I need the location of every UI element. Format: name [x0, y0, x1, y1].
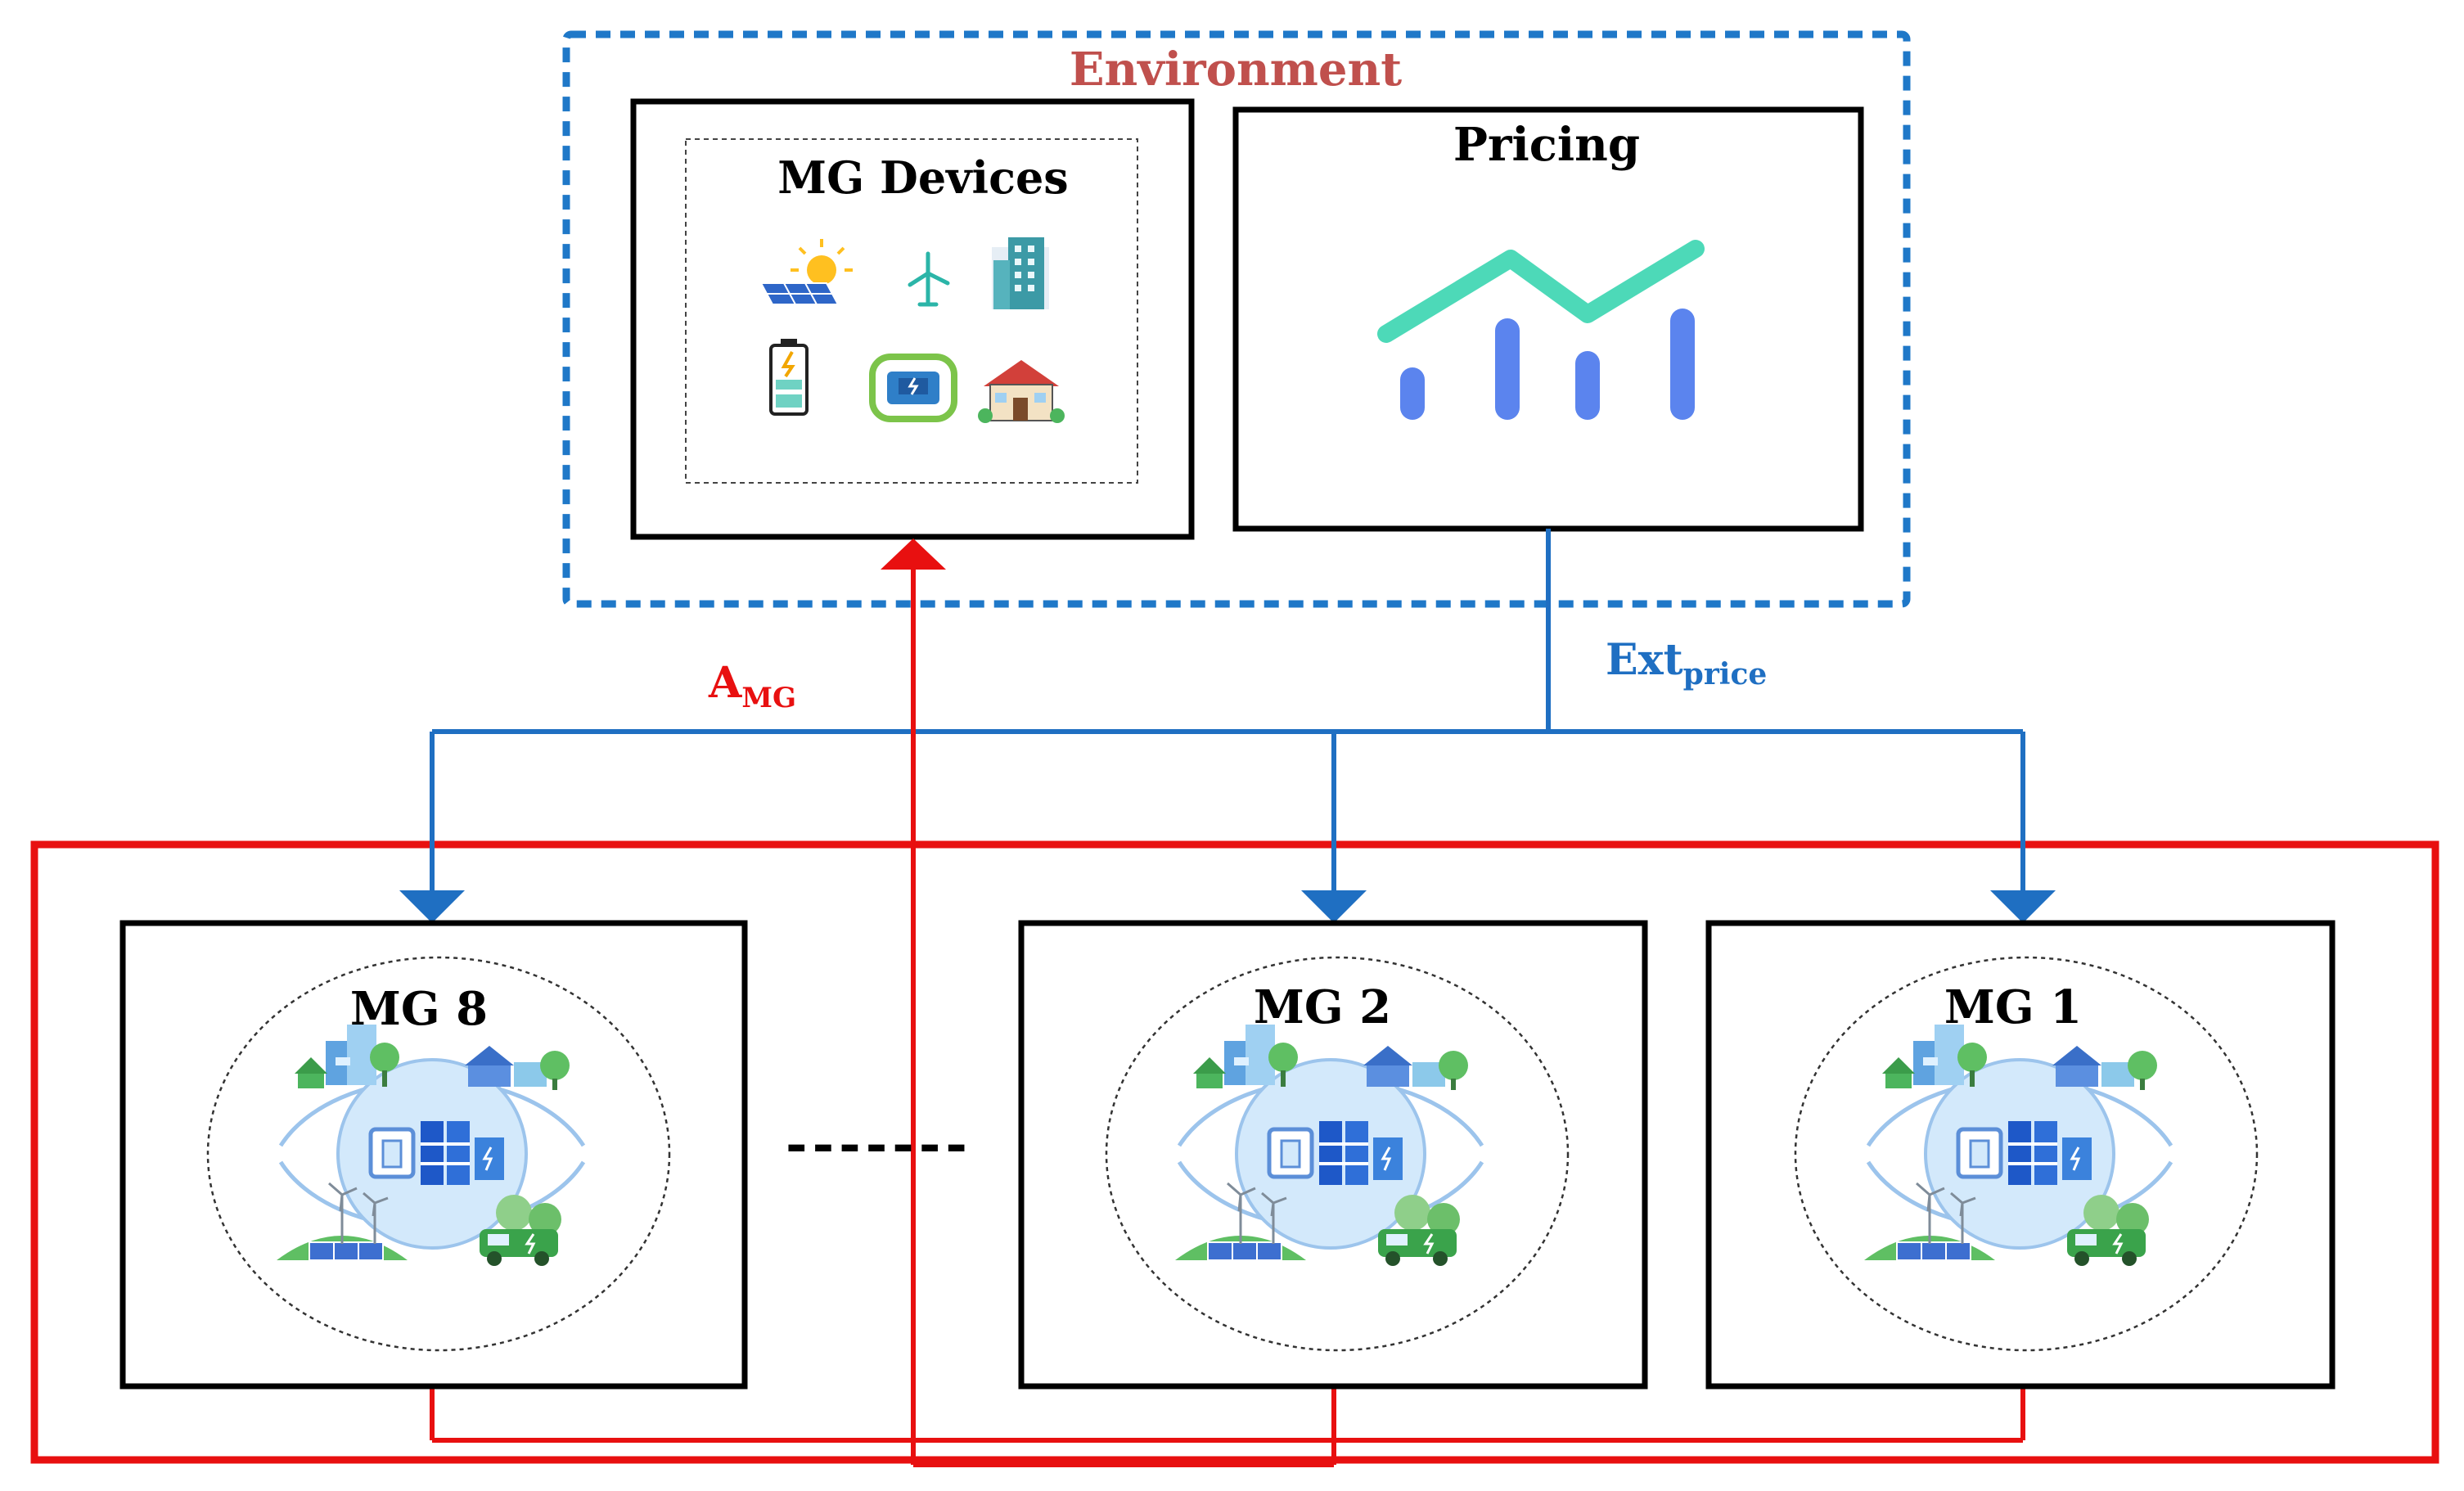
office-building-icon — [992, 237, 1049, 309]
devices-inner-frame — [685, 138, 1138, 484]
microgrid-card-mg2: MG 2 — [1018, 920, 1648, 1390]
microgrid-label: MG 2 — [1254, 980, 1391, 1034]
microgrid-group-boundary — [30, 840, 2439, 1464]
price-signal-lines — [430, 529, 2025, 895]
pricing-panel — [1232, 106, 1864, 532]
wind-turbine-icon — [908, 251, 950, 307]
action-signal-label: AMG — [708, 658, 796, 714]
price-signal-label: Extprice — [1606, 635, 1767, 691]
action-signal-lines — [430, 565, 2025, 1467]
devices-title: MG Devices — [777, 151, 1068, 204]
microgrid-boundary — [1105, 956, 1570, 1352]
environment-boundary — [562, 30, 1911, 608]
environment-title: Environment — [1070, 43, 1402, 97]
microgrid-card-mg8: MG 8 — [119, 920, 748, 1390]
battery-icon — [769, 339, 809, 416]
price-trend-chart-icon — [1377, 240, 1705, 420]
microgrid-card-mg1: MG 1 — [1705, 920, 2336, 1390]
microgrid-label: MG 1 — [1944, 980, 2082, 1034]
pricing-title: Pricing — [1453, 118, 1640, 172]
microgrid-boundary — [206, 956, 671, 1352]
price-arrowheads — [399, 890, 2056, 923]
generator-icon — [869, 354, 957, 422]
more-microgrids-ellipsis: ------- — [786, 1114, 972, 1175]
action-arrowhead — [881, 538, 946, 570]
microgrid-boundary — [1794, 956, 2259, 1352]
solar-panel-icon — [759, 239, 853, 305]
devices-panel — [630, 98, 1195, 540]
house-icon — [978, 360, 1065, 423]
